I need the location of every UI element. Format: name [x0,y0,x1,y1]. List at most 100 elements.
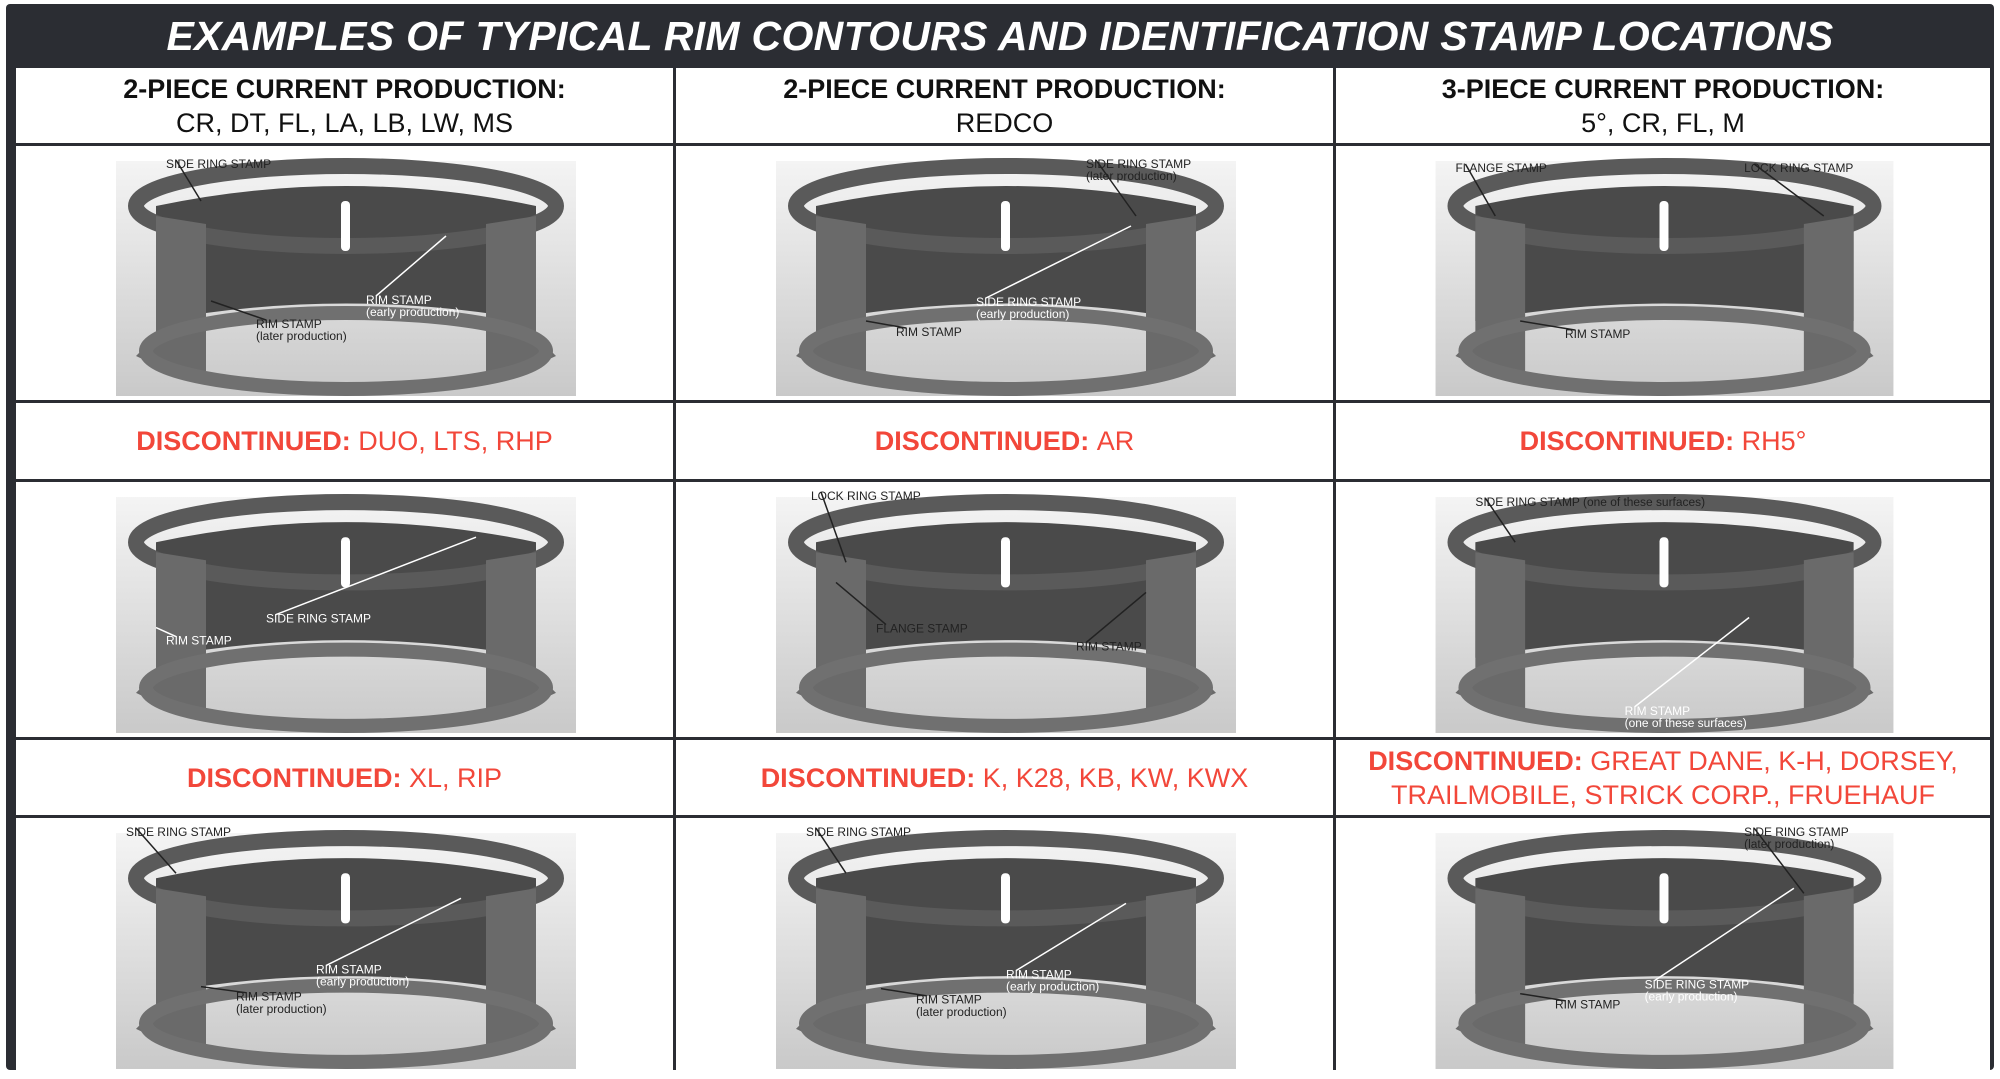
stamp-label: RIM STAMP [1555,998,1620,1012]
rim-base [799,306,1213,396]
rim-base [1458,642,1871,733]
discontinued-cell: DISCONTINUED: GREAT DANE, K-H, DORSEY, T… [1336,740,1990,815]
stamp-label: (later production) [256,329,347,343]
stamp-label: (later production) [236,1002,327,1016]
discontinued-label: DISCONTINUED: [1368,745,1583,776]
callout-arrow [820,491,847,563]
discontinued-label: DISCONTINUED: [136,426,351,456]
discontinued-label: DISCONTINUED: [186,762,402,793]
stamp-label: SIDE RING STAMP [976,295,1081,309]
header-line1: 2-PIECE CURRENT PRODUCTION: [123,73,566,104]
chart-title: EXAMPLES OF TYPICAL RIM CONTOURS AND IDE… [166,13,1834,59]
stamp-label: FLANGE STAMP [876,622,968,636]
valve-slot [341,873,350,924]
callout-arrow [1654,887,1795,982]
discontinued-cell: DISCONTINUED: RH5° [1336,403,1990,479]
stamp-label: (early production) [316,975,409,989]
rim-left-wall [1455,552,1526,713]
callout-arrow [1520,992,1566,1002]
rim-right-wall [1146,552,1216,713]
stamp-label: (later production) [916,1005,1007,1019]
valve-slot [1001,201,1010,251]
callout-arrow [325,897,462,967]
callout-arrow [1753,827,1805,894]
rim-base [1458,306,1871,396]
rim-image: SIDE RING STAMP (one of these surfaces) R… [1336,482,1990,737]
valve-slot [1001,873,1010,924]
stamp-label: (one of these surfaces) [1625,716,1747,730]
rim-left-wall [1455,888,1526,1049]
discontinued-cell: DISCONTINUED: XL, RIP [16,740,673,815]
callout-arrow [835,581,887,626]
callout-arrow [865,320,907,329]
rim-base [139,306,553,396]
stamp-label: RIM STAMP [1076,640,1142,654]
rim-right-wall [1146,888,1216,1049]
stamp-label: RIM STAMP [896,325,962,339]
column-header: 3-PIECE CURRENT PRODUCTION:5°, CR, FL, M [1336,68,1990,143]
rim-left-wall [1455,216,1526,376]
rim-grid: 2-PIECE CURRENT PRODUCTION:CR, DT, FL, L… [16,68,1990,1073]
stamp-label: SIDE RING STAMP (one of these surfaces) [1475,495,1705,509]
rim-base [1458,978,1871,1069]
callout-arrow [155,626,177,638]
stamp-label: LOCK RING STAMP [1744,161,1853,175]
callout-arrow [1095,159,1137,217]
rim-image: SIDE RING STAMP(later production)SIDE RI… [1336,818,1990,1073]
valve-slot [1659,201,1669,251]
rim-left-wall [136,888,206,1049]
stamp-label: RIM STAMP [236,990,302,1004]
valve-slot [1001,537,1010,588]
rim-right-wall [1803,552,1874,713]
stamp-label: RIM STAMP [1625,704,1690,718]
callout-arrow [375,235,447,297]
stamp-label: SIDE RING STAMP [166,157,271,171]
discontinued-models: RH5° [1741,426,1807,456]
discontinued-cell: DISCONTINUED: K, K28, KB, KW, KWX [676,740,1333,815]
stamp-label: (later production) [1086,169,1177,183]
header-line2: REDCO [955,107,1054,138]
discontinued-cell: DISCONTINUED: AR [676,403,1333,479]
stamp-label: RIM STAMP [256,317,322,331]
discontinued-models: GREAT DANE, K-H, DORSEY, TRAILMOBILE, ST… [1390,745,1958,810]
stamp-label: SIDE RING STAMP [126,825,231,839]
rim-image: SIDE RING STAMP(later production)SIDE RI… [676,146,1333,400]
stamp-label: SIDE RING STAMP [1744,825,1849,839]
rim-image: SIDE RING STAMP RIM STAMP (early productio… [16,818,673,1073]
valve-slot [341,537,350,588]
stamp-label: LOCK RING STAMP [811,489,921,503]
callout-arrow [1520,320,1576,331]
rim-image: SIDE RING STAMP RIM STAMP (early productio… [16,146,673,400]
callout-arrow [1484,497,1516,543]
discontinued-models: XL, RIP [408,762,503,793]
column-header: 2-PIECE CURRENT PRODUCTION:CR, DT, FL, L… [16,68,673,143]
stamp-label: (early production) [1006,980,1099,994]
rim-left-wall [796,888,866,1049]
stamp-label: (later production) [1744,837,1834,851]
stamp-label: FLANGE STAMP [1455,161,1546,175]
rim-right-wall [486,216,556,376]
rim-left-wall [136,552,206,713]
callout-arrow [1015,902,1127,972]
stamp-label: RIM STAMP [916,993,982,1007]
column-header: 2-PIECE CURRENT PRODUCTION:REDCO [676,68,1333,143]
stamp-label: (early production) [366,305,459,319]
rim-right-wall [1146,216,1216,376]
header-line2: CR, DT, FL, LA, LB, LW, MS [175,107,514,138]
valve-slot [1659,537,1669,588]
stamp-label: RIM STAMP [1006,968,1072,982]
rim-left-wall [796,216,866,376]
rim-chart-frame: EXAMPLES OF TYPICAL RIM CONTOURS AND IDE… [6,4,1994,1073]
stamp-label: SIDE RING STAMP [806,825,911,839]
callout-arrow [985,225,1132,299]
callout-arrow [175,159,202,202]
callout-arrow [880,987,927,997]
rim-right-wall [1803,888,1874,1049]
callout-arrow [1085,591,1147,644]
valve-slot [1659,873,1669,924]
header-line2: 5°, CR, FL, M [1581,107,1745,138]
rim-right-wall [486,888,556,1049]
rim-base [799,642,1213,733]
